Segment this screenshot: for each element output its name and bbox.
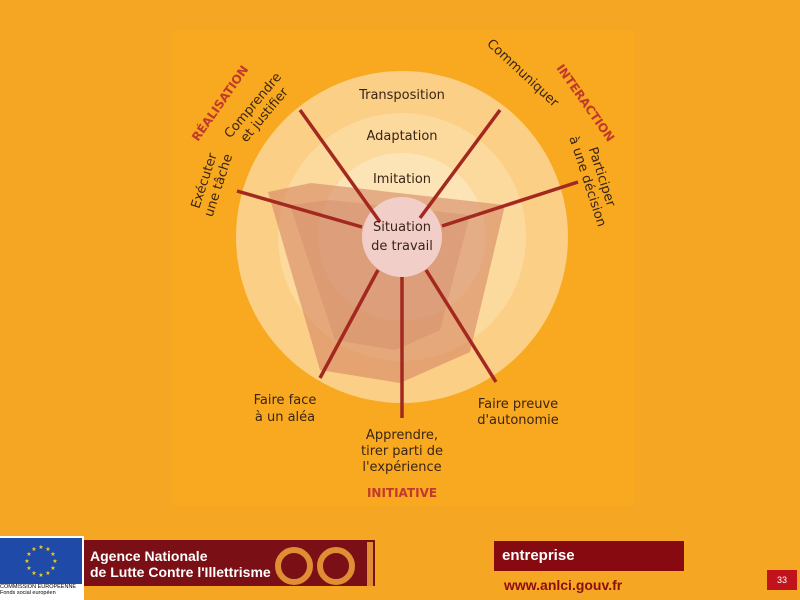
anlci-name-line1: Agence Nationale — [90, 548, 208, 564]
spokes — [236, 108, 579, 418]
svg-text:★: ★ — [45, 546, 50, 553]
entreprise-label: entreprise — [494, 541, 684, 571]
svg-text:★: ★ — [31, 570, 36, 577]
category-interaction: INTERACTION — [554, 62, 618, 145]
eu-caption-line2: Fonds social européen — [0, 590, 56, 596]
eu-caption: COMMISSION EUROPÉENNE Fonds social europ… — [0, 584, 84, 596]
label-faire-face-2: à un aléa — [255, 410, 315, 425]
level-imitation: Imitation — [373, 172, 431, 187]
svg-text:★: ★ — [31, 546, 36, 553]
svg-text:★: ★ — [26, 551, 31, 558]
spoke-faire-face — [318, 269, 380, 379]
label-faire-face: Faire face à un aléa — [254, 393, 317, 425]
svg-text:★: ★ — [38, 572, 43, 579]
label-apprendre: Apprendre, tirer parti de l'expérience — [361, 428, 443, 475]
svg-text:★: ★ — [45, 570, 50, 577]
svg-text:★: ★ — [24, 558, 29, 565]
svg-text:★: ★ — [52, 558, 57, 565]
label-apprendre-3: l'expérience — [362, 460, 441, 475]
label-autonomie-1: Faire preuve — [478, 397, 558, 412]
label-autonomie-2: d'autonomie — [477, 413, 559, 428]
spoke-comprendre — [298, 108, 382, 224]
center-circle — [362, 197, 442, 277]
category-initiative: INITIATIVE — [367, 486, 437, 500]
anlci-banner[interactable]: Agence Nationale de Lutte Contre l'Illet… — [84, 540, 375, 586]
anlci-name-line2: de Lutte Contre l'Illettrisme — [90, 564, 271, 580]
spoke-executer — [236, 189, 363, 229]
eu-flag-icon: ★★★ ★★★ ★★★ ★★★ — [0, 538, 82, 584]
label-apprendre-2: tirer parti de — [361, 444, 443, 459]
svg-text:★: ★ — [26, 565, 31, 572]
svg-text:★: ★ — [50, 551, 55, 558]
label-faire-face-1: Faire face — [254, 393, 317, 408]
page-number: 33 — [767, 570, 797, 590]
center-label-1: Situation — [373, 220, 431, 235]
spoke-communiquer — [418, 108, 502, 220]
svg-text:★: ★ — [38, 544, 43, 551]
svg-text:★: ★ — [50, 565, 55, 572]
competency-polygon — [268, 183, 505, 383]
label-autonomie: Faire preuve d'autonomie — [477, 397, 559, 428]
spoke-participer — [441, 180, 579, 228]
center-label-2: de travail — [371, 239, 433, 254]
eu-caption-line1: COMMISSION EUROPÉENNE — [0, 584, 77, 590]
label-executer: Exécuter une tâche — [189, 151, 236, 219]
eu-stars-icon: ★★★ ★★★ ★★★ ★★★ — [24, 544, 57, 579]
level-transposition: Transposition — [358, 88, 445, 103]
website-link[interactable]: www.anlci.gouv.fr — [504, 577, 623, 593]
label-apprendre-1: Apprendre, — [366, 428, 438, 443]
level-adaptation: Adaptation — [366, 129, 437, 144]
label-participer: Participer à une décision — [565, 134, 618, 228]
spoke-autonomie — [424, 269, 498, 383]
anlci-logo-icon — [275, 542, 373, 586]
